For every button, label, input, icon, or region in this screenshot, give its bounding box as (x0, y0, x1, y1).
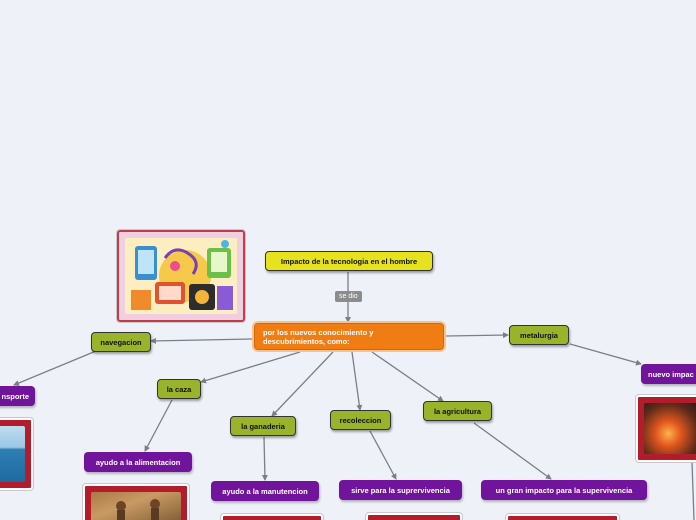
link-caza-alimentacion (144, 399, 173, 452)
la-caza-node[interactable]: la caza (157, 379, 201, 399)
transporte-node[interactable]: nsporte (0, 386, 35, 406)
molten-metal-image (644, 403, 696, 454)
recoleccion-label: recoleccion (339, 415, 382, 425)
link-main-caza (200, 351, 301, 384)
link-main-recoleccion (351, 351, 363, 411)
nuevo-impacto-node[interactable]: nuevo impac (641, 364, 696, 384)
nuevo-impacto-label: nuevo impac (648, 369, 694, 379)
la-ganaderia-node[interactable]: la ganaderia (230, 416, 296, 436)
supervivencia-node[interactable]: un gran impacto para la supervivencia (481, 480, 647, 500)
manutencion-label: ayudo a la manutencion (222, 486, 308, 496)
recoleccion-node[interactable]: recoleccion (330, 410, 391, 430)
sea-image-card[interactable] (0, 417, 34, 491)
main-topic-label: por los nuevos conocimiento y descubrimi… (263, 327, 374, 346)
agricultura-image-card[interactable] (505, 513, 620, 520)
link-main-ganaderia (271, 351, 334, 417)
hunting-image-card[interactable] (82, 483, 190, 520)
suprervivencia-label: sirve para la suprervivencia (351, 485, 450, 495)
la-caza-label: la caza (166, 384, 192, 394)
navegacion-label: navegacion (100, 337, 142, 347)
link-metalurgia-nuevo (569, 343, 642, 366)
alimentacion-label: ayudo a la alimentacion (95, 457, 181, 467)
navegacion-node[interactable]: navegacion (91, 332, 151, 352)
alimentacion-node[interactable]: ayudo a la alimentacion (84, 452, 192, 472)
sea-image (0, 426, 25, 482)
link-main-navegacion (150, 337, 253, 344)
metalurgia-node[interactable]: metalurgia (509, 325, 569, 345)
metal-image-card[interactable] (635, 394, 696, 463)
manutencion-node[interactable]: ayudo a la manutencion (211, 481, 319, 501)
technology-collage-image (125, 238, 237, 314)
link-navegacion-transporte (13, 350, 97, 386)
metalurgia-label: metalurgia (520, 330, 558, 340)
la-agricultura-node[interactable]: la agricultura (423, 401, 492, 421)
link-ganaderia-manutencion (261, 436, 268, 481)
hunting-scene-image (91, 492, 181, 520)
link-nuevo-below (691, 461, 695, 520)
link-main-metalurgia (445, 332, 509, 339)
la-ganaderia-label: la ganaderia (241, 421, 285, 431)
suprervivencia-node[interactable]: sirve para la suprervivencia (339, 480, 462, 500)
recoleccion-image-card[interactable] (365, 512, 463, 520)
supervivencia-label: un gran impacto para la supervivencia (495, 485, 633, 495)
root-node[interactable]: Impacto de la tecnologia en el hombre (265, 251, 433, 271)
link-recoleccion-suprervivencia (369, 430, 397, 480)
link-agricultura-supervivencia (473, 422, 552, 480)
technology-image-card[interactable] (116, 229, 246, 323)
ganaderia-image-card[interactable] (220, 513, 324, 520)
main-topic-node[interactable]: por los nuevos conocimiento y descubrimi… (254, 323, 444, 350)
link-label-se-dio: se dio (335, 291, 362, 302)
link-main-agricultura (371, 351, 444, 402)
la-agricultura-label: la agricultura (433, 406, 482, 416)
root-node-label: Impacto de la tecnologia en el hombre (280, 256, 418, 266)
transporte-label: nsporte (1, 391, 29, 401)
